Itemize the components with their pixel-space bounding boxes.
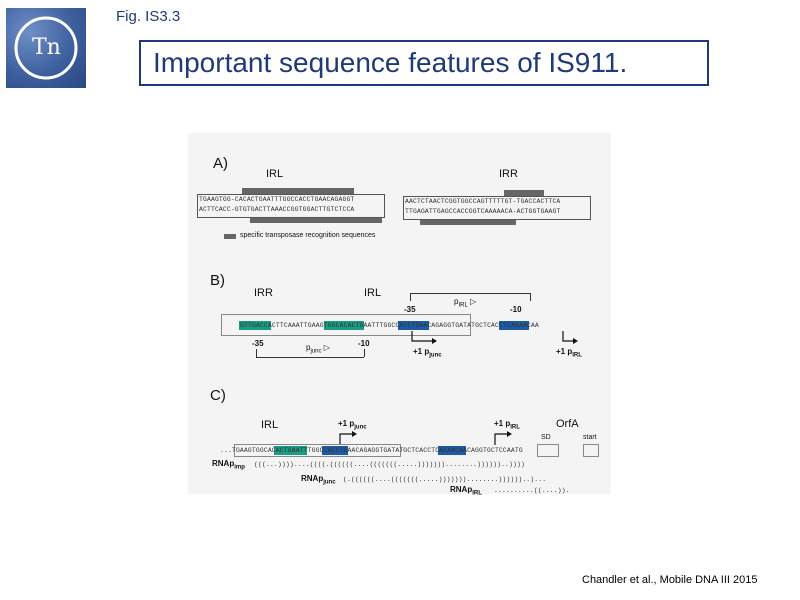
c-minus10-box <box>274 446 307 455</box>
c-plus1-junc-arrow-icon <box>339 431 357 445</box>
plus1-junc-label: +1 pjunc <box>413 347 442 359</box>
rna-junc-label: RNApjunc <box>301 474 336 486</box>
rna-imp-structure: (((...))))....((((.((((((....(((((((....… <box>254 461 525 468</box>
p-irl-bracket-left <box>410 293 411 301</box>
rna-irl-structure: ..........((....)). <box>494 487 570 494</box>
panel-c-letter: C) <box>210 387 226 404</box>
panel-a-irl-label: IRL <box>266 168 284 180</box>
rna-imp-label: RNApimp <box>212 459 245 471</box>
logo-ring-icon <box>14 16 78 80</box>
irl-sequence-box <box>197 194 385 218</box>
panel-a-irr-label: IRR <box>499 168 518 180</box>
minus35-lower: -35 <box>252 339 264 348</box>
irl-top-strand: TGAAGTGG-CACACTGAATTTGGCCACCTGAACAGAGGT <box>199 196 355 203</box>
legend-text: specific transposase recognition sequenc… <box>240 232 376 239</box>
p-junc-bracket-bottom <box>256 357 364 358</box>
plus1-irl-arrow-icon <box>562 331 578 344</box>
panel-b-irl-label: IRL <box>364 287 382 299</box>
slide-title-box: Important sequence features of IS911. <box>139 40 709 86</box>
panel-c-irl-label: IRL <box>261 419 279 431</box>
irl-recognition-bar-bottom <box>250 218 382 223</box>
panel-b-sequence: GTTGACCACTTCAAATTGAAGTGGCACACTGAATTTGGCC… <box>240 322 539 329</box>
orfa-label: OrfA <box>556 418 579 430</box>
start-codon-box <box>583 444 599 457</box>
junction-box <box>221 314 471 336</box>
c-plus1-irl-label: +1 pIRL <box>494 419 520 431</box>
minus10-upper: -10 <box>510 305 522 314</box>
irr-bottom-strand: TTGAGATTGAGCCACCGGTCAAAAACA-ACTGGTGAAGT <box>405 208 561 215</box>
irr-recognition-bar-top <box>504 190 544 196</box>
c-plus1-irl-arrow-icon <box>494 431 512 445</box>
c-plus1-junc-label: +1 pjunc <box>338 419 367 431</box>
sd-label: SD <box>541 434 551 441</box>
p-irl-bracket-right <box>530 293 531 301</box>
p-junc-label: pjunc ▷ <box>306 343 330 355</box>
logo-text: Tn <box>32 35 61 60</box>
p-irl-label: pIRL ▷ <box>454 297 477 309</box>
panel-b-irr-label: IRR <box>254 287 273 299</box>
rna-irl-label: RNApIRL <box>450 485 482 497</box>
irl-minus10-box <box>499 321 529 330</box>
slide-title: Important sequence features of IS911. <box>153 47 628 78</box>
sequence-figure: A) IRL IRR TGAAGTGG-CACACTGAATTTGGCCACCT… <box>188 133 611 497</box>
irr-top-strand: AACTCTAACTCGGTGGCCAGTTTTTGT-TGACCACTTCA <box>405 198 561 205</box>
irl-recognition-bar-top <box>242 188 354 194</box>
sd-box <box>537 444 559 457</box>
panel-c-sequence: ...TGAAGTGGCACACTGAATTTGGCCACCTGAACAGAGG… <box>220 447 523 454</box>
irl-bottom-strand: ACTTCACC-GTGTGACTTAAACCGGTGGACTTGTCTCCA <box>199 206 355 213</box>
p-junc-bracket-right <box>364 349 365 357</box>
plus1-irl-label: +1 pIRL <box>556 347 582 359</box>
minus10-lower: -10 <box>358 339 370 348</box>
p-irl-bracket-top <box>410 293 530 294</box>
legend-swatch <box>224 234 236 239</box>
c-irl-box <box>234 444 401 457</box>
irr-recognition-bar-bottom <box>420 220 516 225</box>
c-irl-minus10-box <box>438 446 466 455</box>
junc-minus10-box <box>324 321 364 330</box>
figure-id: Fig. IS3.3 <box>116 8 181 25</box>
p-junc-bracket-left <box>256 349 257 357</box>
plus1-junc-arrow-icon <box>411 331 437 344</box>
citation: Chandler et al., Mobile DNA III 2015 <box>582 574 758 586</box>
panel-b-letter: B) <box>210 272 225 289</box>
minus35-upper: -35 <box>404 305 416 314</box>
irl-minus35-box <box>398 321 429 330</box>
irr-sequence-box <box>403 196 591 220</box>
panel-a-letter: A) <box>213 155 228 172</box>
c-minus35-box <box>322 446 348 455</box>
junc-minus35-box <box>239 321 271 330</box>
transposon-logo: Tn <box>6 8 86 88</box>
rna-junc-structure: (.((((((....(((((((.....)))))))........)… <box>343 476 547 483</box>
start-label: start <box>583 434 597 441</box>
